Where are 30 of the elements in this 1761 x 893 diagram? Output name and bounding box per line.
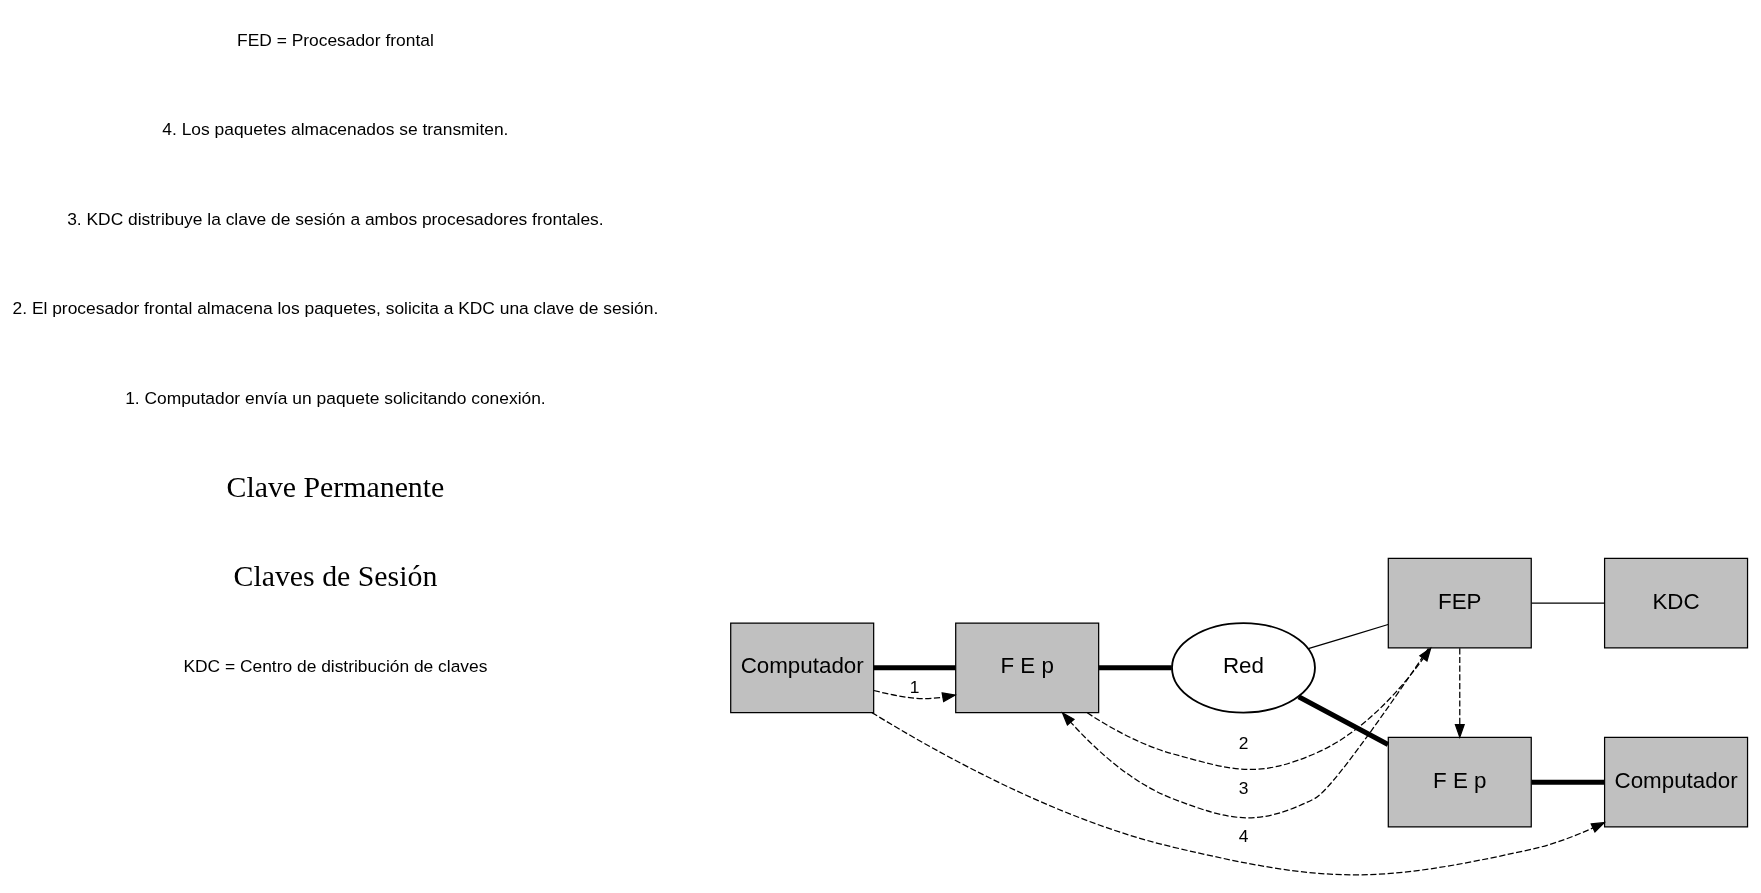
node-box: KDC xyxy=(1603,557,1749,649)
connector xyxy=(1531,602,1605,604)
edge-label: 4 xyxy=(1238,825,1249,846)
connector xyxy=(1307,623,1389,649)
node-box: FEP xyxy=(1387,557,1532,649)
connector xyxy=(1099,664,1172,670)
node-box: Computador xyxy=(1603,736,1749,828)
node-box: Computador xyxy=(730,622,875,713)
label: Claves de Sesión xyxy=(233,558,438,592)
arrow xyxy=(871,711,1607,875)
arrow xyxy=(1086,646,1432,770)
node-ellipse: Red xyxy=(1171,621,1316,714)
edge-label: 3 xyxy=(1238,777,1249,798)
label: FED = Procesador frontal xyxy=(237,29,434,50)
label: Clave Permanente xyxy=(226,469,445,503)
connector xyxy=(873,664,956,670)
arrow xyxy=(1454,647,1465,739)
edge-label: 1 xyxy=(909,676,920,697)
arrow xyxy=(873,689,957,702)
connector xyxy=(1531,779,1605,785)
arrow xyxy=(1061,647,1430,818)
label: 3. KDC distribuye la clave de sesión a ambos procesadores frontales. xyxy=(67,208,604,229)
node-box: F E p xyxy=(955,622,1100,713)
node-box: F E p xyxy=(1387,736,1532,828)
edge-label: 2 xyxy=(1238,732,1249,753)
label: KDC = Centro de distribución de claves xyxy=(183,655,488,676)
label: 2. El procesador frontal almacena los paquetes, solicita a KDC una clave de sesión. xyxy=(12,297,659,318)
label: 1. Computador envía un paquete solicitando conexión. xyxy=(125,387,546,408)
label: 4. Los paquetes almacenados se transmiten. xyxy=(162,118,509,139)
connector xyxy=(1297,694,1390,747)
